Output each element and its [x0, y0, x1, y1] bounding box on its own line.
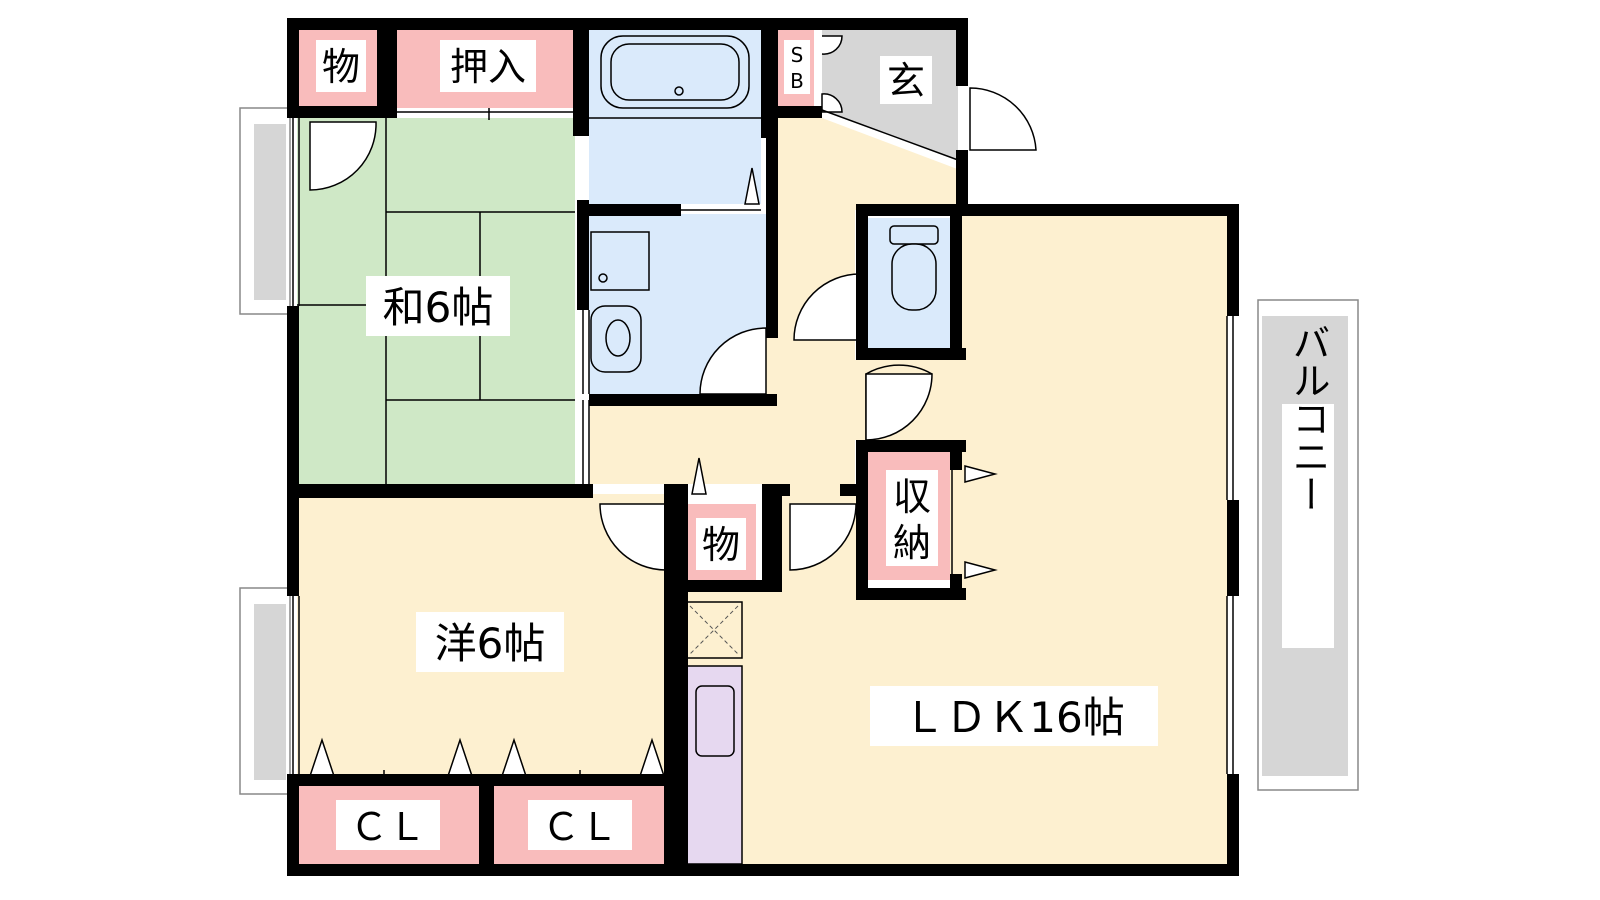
ldk-floor [950, 210, 1227, 870]
label-ldk: ＬＤＫ16帖 [870, 686, 1158, 746]
label-mono-top: 物 [316, 40, 366, 92]
door-swings [309, 35, 1037, 571]
svg-text:物: 物 [322, 45, 360, 89]
svg-text:ＣＬ: ＣＬ [542, 805, 618, 849]
svg-text:ＬＤＫ16帖: ＬＤＫ16帖 [903, 693, 1124, 742]
label-genkan: 玄 [880, 56, 932, 104]
wash-basin [590, 305, 642, 373]
label-washitsu: 和6帖 [366, 276, 510, 336]
svg-text:B: B [790, 69, 804, 93]
label-cl-left: ＣＬ [336, 800, 440, 850]
toilet-fixture [889, 225, 939, 311]
svg-text:押入: 押入 [450, 45, 526, 89]
svg-text:納: 納 [893, 521, 931, 565]
bathtub [600, 35, 750, 109]
svg-text:玄: 玄 [887, 59, 925, 103]
svg-text:ＣＬ: ＣＬ [350, 805, 426, 849]
washing-machine-pan [590, 231, 650, 291]
sliding-markers [308, 167, 998, 777]
svg-text:バルコニー: バルコニー [1286, 323, 1330, 513]
svg-text:和6帖: 和6帖 [383, 283, 494, 332]
svg-text:S: S [791, 43, 804, 67]
label-shuno: 収 納 [886, 470, 938, 566]
label-oshiire: 押入 [440, 40, 536, 92]
svg-text:洋6帖: 洋6帖 [435, 619, 546, 668]
svg-text:収: 収 [893, 475, 931, 519]
svg-text:物: 物 [702, 523, 740, 567]
walls [287, 18, 1239, 876]
kitchen-sink [695, 685, 735, 757]
label-shoe-box: S B [784, 40, 810, 94]
label-youshitsu: 洋6帖 [416, 612, 564, 672]
label-balcony: バルコニー [1282, 323, 1334, 648]
label-mono-center: 物 [696, 518, 746, 570]
sink-box [685, 601, 743, 659]
label-cl-right: ＣＬ [528, 800, 632, 850]
